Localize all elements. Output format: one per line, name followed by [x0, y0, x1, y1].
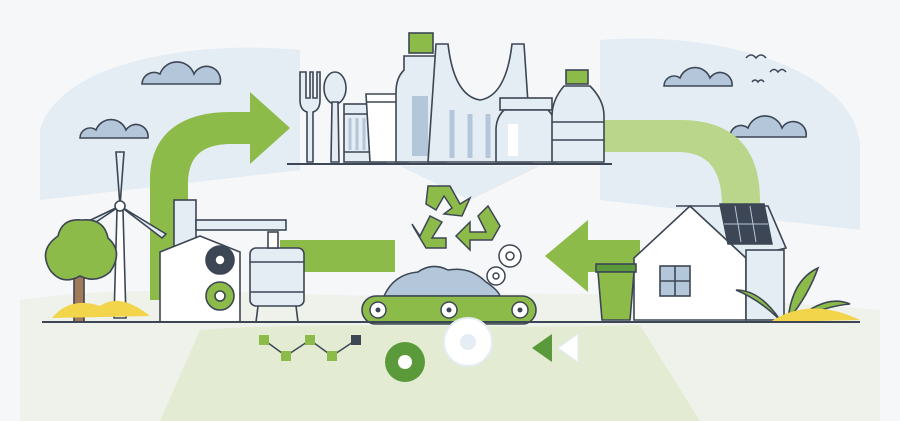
- arrow-icon: [532, 334, 552, 362]
- funnel-shape: [400, 166, 540, 200]
- plant-icon: [735, 266, 851, 323]
- cloud-icon: [663, 66, 733, 87]
- gear-icon: [498, 244, 522, 268]
- ground-yellow-patch: [52, 300, 150, 318]
- solar-panel-icon: [719, 203, 773, 245]
- ground-green-wash: [160, 325, 700, 421]
- bottle-icon: [551, 69, 605, 163]
- storage-tank-icon: [249, 231, 305, 323]
- sky-wash-left: [40, 47, 300, 200]
- arrow-icon: [545, 220, 640, 292]
- bird-icon: [745, 54, 787, 84]
- products-shelf: [287, 32, 612, 200]
- cloud-icon: [141, 61, 222, 85]
- gear-icon: [205, 281, 235, 311]
- fork-icon: [299, 71, 321, 163]
- spoon-icon: [323, 71, 347, 163]
- bottom-decoration: [259, 317, 579, 382]
- recycle-icon: [411, 185, 501, 252]
- arrow-icon: [557, 333, 579, 363]
- cloud-icon: [729, 115, 808, 138]
- jar-icon: [495, 97, 557, 163]
- gear-icon: [385, 342, 425, 382]
- arrow-icon: [280, 240, 395, 272]
- gear-icon: [205, 245, 235, 275]
- gear-icon: [486, 266, 506, 286]
- gear-icon: [443, 317, 493, 367]
- waste-pile: [382, 265, 502, 297]
- cloud-icon: [79, 118, 149, 139]
- wind-turbine-icon: [72, 151, 168, 319]
- arrow-icon: [600, 120, 760, 230]
- conveyor-belt-icon: [361, 265, 537, 325]
- waste-bin-icon: [595, 263, 637, 321]
- ground-yellow-patch: [770, 308, 860, 322]
